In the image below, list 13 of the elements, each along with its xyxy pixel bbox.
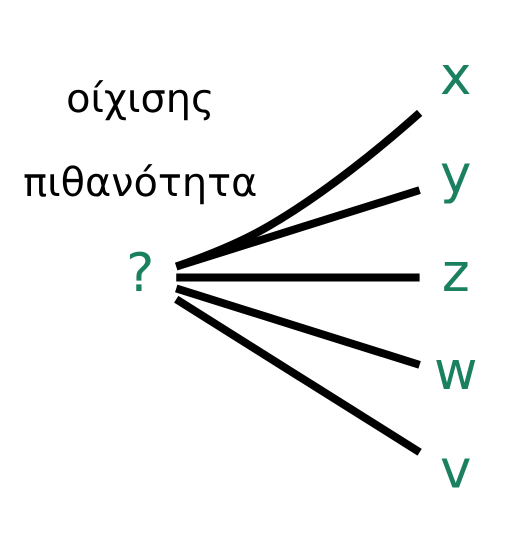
connector: [175, 186, 421, 270]
node-text: ?: [126, 241, 154, 304]
connector: [174, 295, 422, 456]
connector: [176, 273, 420, 281]
label: οίχισης: [66, 76, 214, 122]
node-text: y: [440, 142, 472, 205]
connector: [175, 109, 422, 270]
node-text: w: [434, 340, 478, 402]
node-text: z: [442, 241, 470, 304]
connector: [175, 284, 421, 368]
node-text: x: [440, 44, 472, 107]
label: πιθανότητα: [23, 159, 258, 206]
node-text: v: [440, 438, 472, 500]
